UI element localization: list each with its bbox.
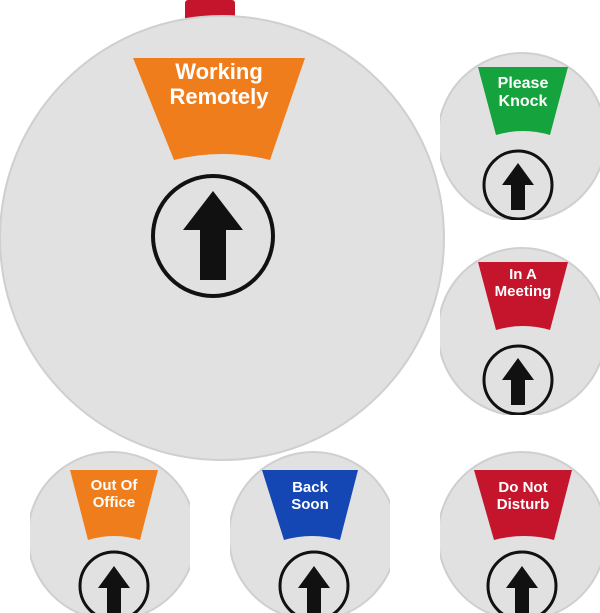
main-status-label: Working Remotely	[133, 59, 305, 109]
sign-in-a-meeting: In A Meeting	[440, 240, 600, 415]
sign-graphic	[30, 451, 190, 613]
sign-out-of-office: Out Of Office	[30, 440, 190, 613]
arrow-ring	[151, 174, 275, 298]
status-window	[70, 470, 158, 540]
status-window	[478, 67, 568, 135]
sign-graphic	[440, 247, 600, 415]
sign-graphic	[440, 52, 600, 220]
arrow-up-icon	[298, 566, 330, 613]
arrow-ring	[482, 344, 554, 415]
label-line1: Out Of	[90, 477, 138, 494]
arrow-ring	[486, 550, 558, 613]
status-label: Please Knock	[478, 75, 568, 111]
label-line2: Office	[92, 493, 136, 511]
arrow-ring	[482, 149, 554, 220]
label-line1: In A	[509, 266, 537, 283]
sign-graphic	[230, 451, 390, 613]
status-label: Out Of Office	[70, 477, 158, 512]
sign-graphic	[440, 451, 600, 613]
label-line2: Knock	[498, 92, 548, 110]
label-line1: Back	[292, 479, 328, 496]
main-label-line1: Working	[175, 59, 263, 84]
main-sign-graphic	[0, 0, 445, 461]
label-line2: Disturb	[496, 495, 550, 513]
arrow-ring	[78, 550, 150, 613]
arrow-up-icon	[502, 163, 534, 210]
label-line2: Meeting	[494, 282, 552, 300]
label-line1: Please	[497, 75, 549, 92]
status-label: Do Not Disturb	[474, 479, 572, 514]
status-window	[262, 470, 358, 540]
label-line1: Do Not	[498, 479, 548, 496]
status-label: Back Soon	[262, 479, 358, 514]
sign-do-not-disturb: Do Not Disturb	[440, 440, 600, 613]
label-line2: Soon	[291, 495, 329, 513]
status-window	[478, 262, 568, 330]
sign-back-soon: Back Soon	[230, 440, 390, 613]
arrow-up-icon	[98, 566, 130, 613]
arrow-up-icon	[502, 358, 534, 405]
main-label-line2: Remotely	[169, 83, 269, 109]
arrow-up-icon	[183, 191, 243, 280]
status-label: In A Meeting	[478, 266, 568, 301]
main-status-window	[133, 58, 305, 160]
arrow-ring	[278, 550, 350, 613]
main-status-sign: Working Remotely	[0, 0, 445, 461]
status-window	[474, 470, 572, 540]
sign-please-knock: Please Knock	[440, 45, 600, 220]
arrow-up-icon	[506, 566, 538, 613]
